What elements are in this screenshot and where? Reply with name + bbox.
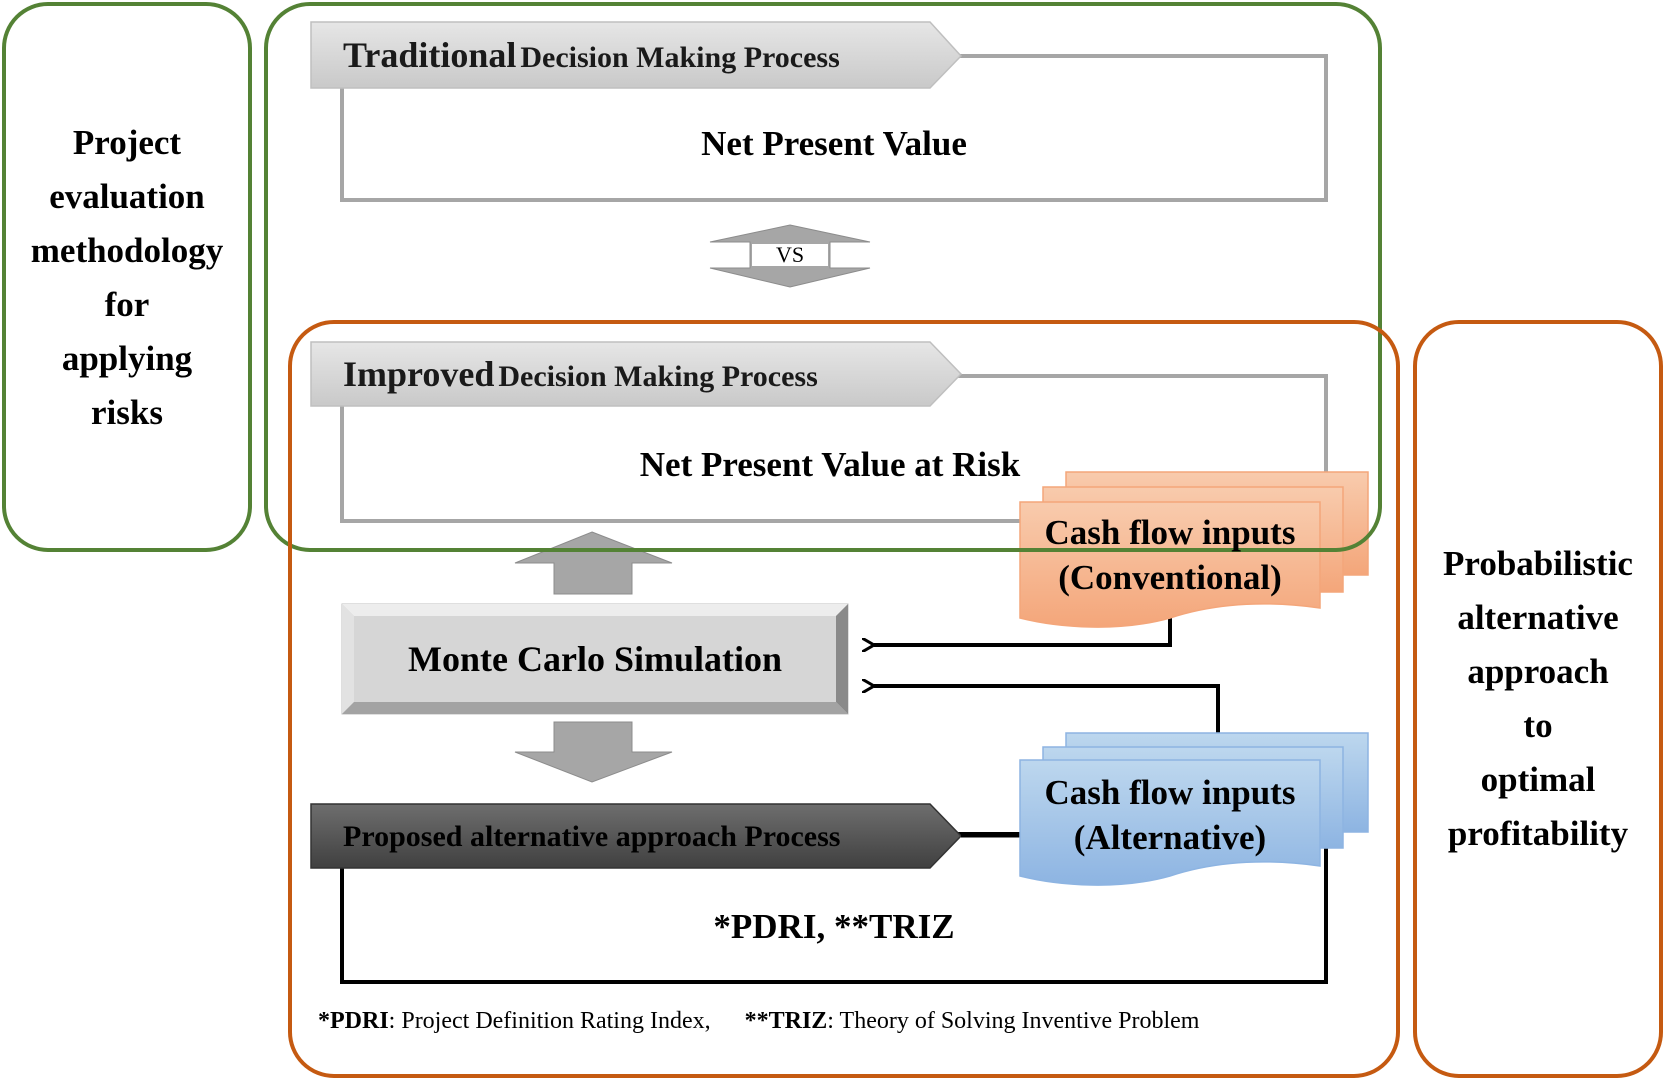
proposed-content: *PDRI, **TRIZ [713,907,955,946]
proposed-banner-title: Proposed alternative approach Process [343,820,841,853]
traditional-banner-rest: Decision Making Process [520,41,840,74]
traditional-content: Net Present Value [701,124,967,163]
left-panel [2,2,252,552]
cash-alternative-line1: Cash flow inputs [1044,773,1296,812]
improved-banner-title: Improved Decision Making Process [343,352,818,396]
right-line: approach [1467,652,1609,691]
improved-content: Net Present Value at Risk [639,445,1021,484]
right-line: to [1523,706,1553,745]
improved-banner [310,341,963,407]
cash-alternative-line2: (Alternative) [1073,818,1267,857]
up-arrow [514,531,673,595]
traditional-banner-title: Traditional Decision Making Process [343,33,840,77]
footnote-pdri-key: *PDRI [318,1008,389,1034]
vs-label: VS [775,242,805,267]
footnote-triz-text: : Theory of Solving Inventive Problem [827,1008,1200,1034]
footnote: *PDRI: Project Definition Rating Index, … [318,1006,1199,1036]
improved-banner-main: Improved [343,354,495,394]
middle-panel [288,320,1400,1078]
left-line: applying [61,339,193,378]
monte-carlo-label: Monte Carlo Simulation [408,639,782,679]
right-panel-text: Probabilistic alternative approach to op… [1417,537,1659,861]
cash-conventional-line1: Cash flow inputs [1044,513,1296,552]
improved-banner-rest: Decision Making Process [498,360,818,393]
right-line: alternative [1457,598,1619,637]
cash-conventional-line2: (Conventional) [1058,558,1282,597]
left-panel-text: Project evaluation methodology for apply… [6,116,248,440]
cash-alternative-text: Cash flow inputs (Alternative) [1020,770,1320,860]
traditional-banner [310,21,963,89]
left-line: evaluation [49,177,205,216]
left-line: risks [91,393,163,432]
cash-flow-alternative-doc [1019,732,1369,886]
left-line: Project [72,123,182,162]
down-arrow [514,721,673,783]
footnote-triz-key: **TRIZ [744,1008,828,1034]
top-panel [264,2,1382,552]
right-line: profitability [1447,814,1629,853]
right-line: optimal [1480,760,1596,799]
right-line: Probabilistic [1443,544,1633,583]
conventional-arrow [874,612,1172,645]
footnote-pdri-text: : Project Definition Rating Index, [388,1008,711,1034]
proposed-banner [310,803,963,869]
left-line: for [104,285,150,324]
alternative-arrow [874,686,1220,735]
left-line: methodology [30,231,224,270]
cash-conventional-text: Cash flow inputs (Conventional) [1020,510,1320,600]
traditional-banner-main: Traditional [343,35,517,75]
